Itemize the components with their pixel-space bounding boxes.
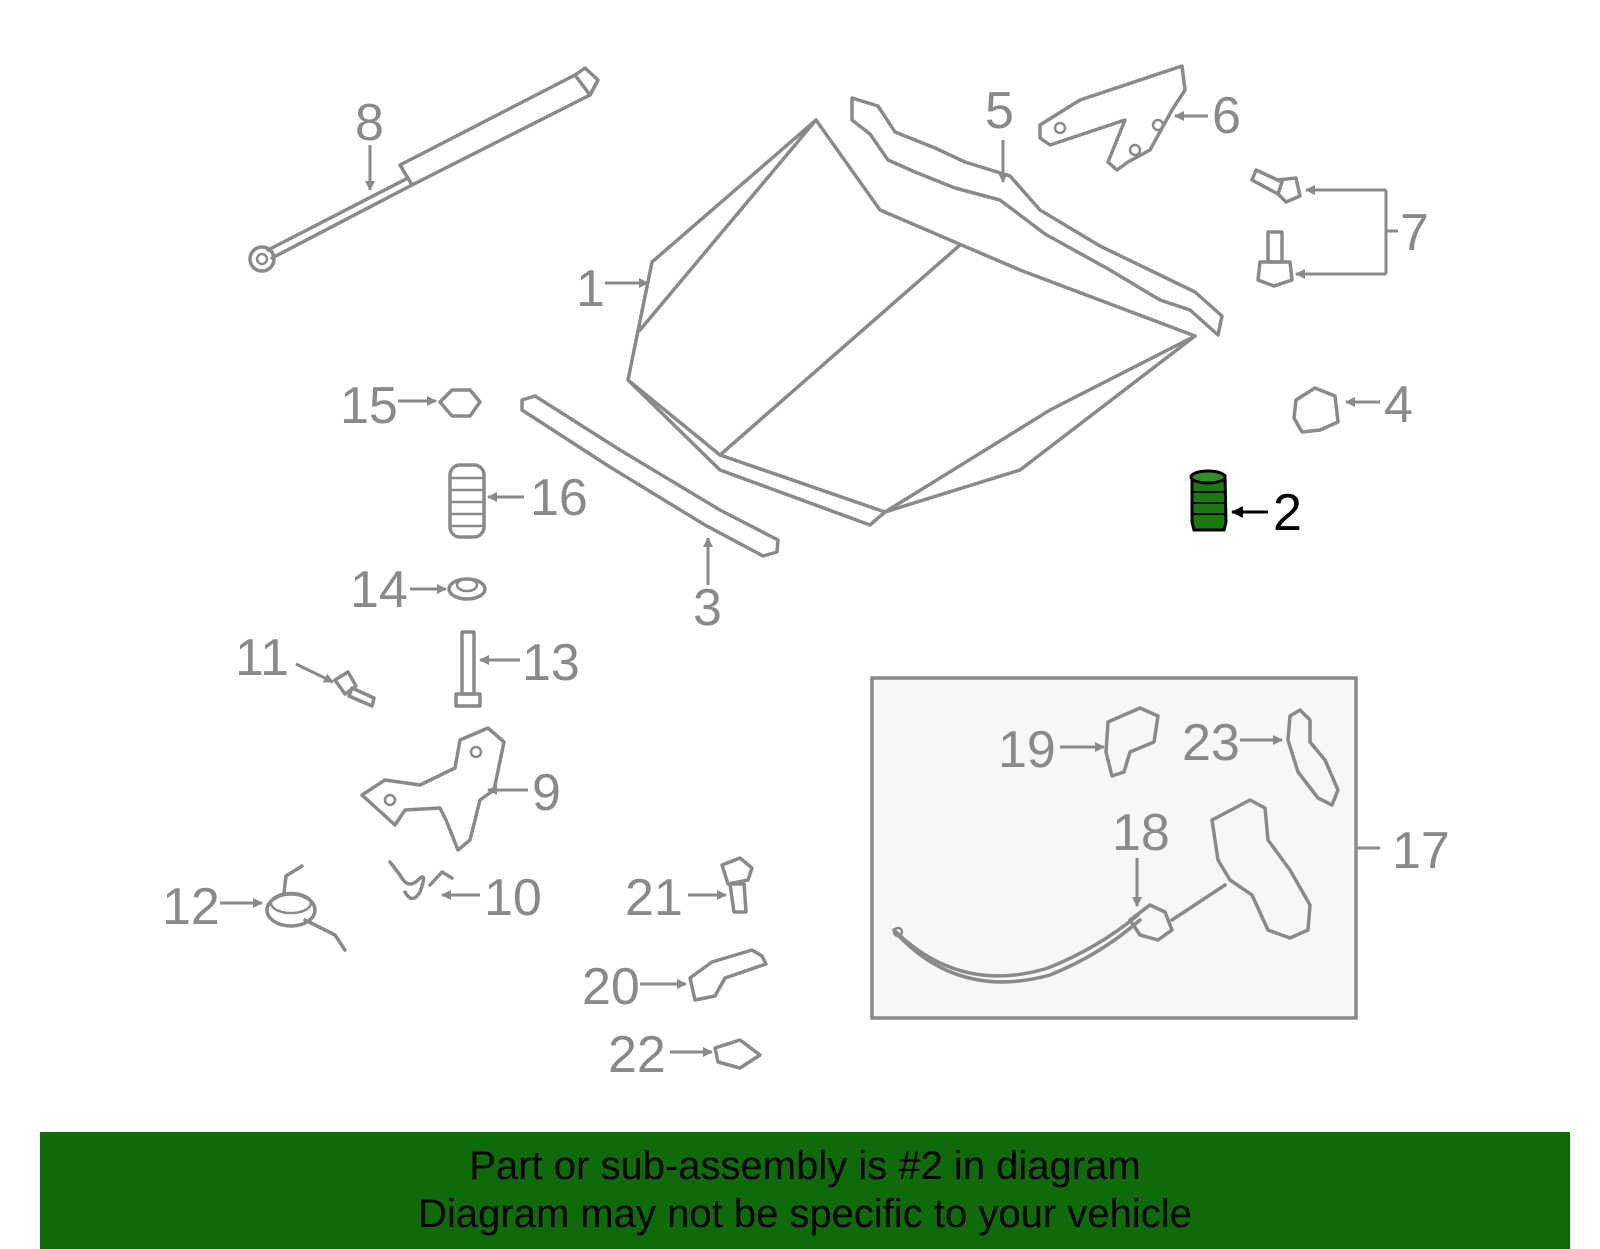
spring-part — [448, 463, 524, 539]
label-12: 12 — [162, 878, 220, 936]
banner-line-1: Part or sub-assembly is #2 in diagram — [469, 1144, 1141, 1188]
label-21: 21 — [625, 869, 683, 927]
label-16: 16 — [530, 469, 588, 527]
nut-part — [670, 1038, 762, 1070]
gas-strut-part — [248, 66, 600, 273]
label-9: 9 — [532, 764, 561, 822]
striker-part — [360, 726, 528, 852]
label-10: 10 — [484, 869, 542, 927]
hood-bumper-highlighted-part — [1189, 469, 1268, 532]
label-2: 2 — [1273, 484, 1302, 542]
bracket-part — [640, 948, 768, 1002]
label-18: 18 — [1112, 804, 1170, 862]
label-20: 20 — [582, 958, 640, 1016]
label-22: 22 — [608, 1026, 666, 1084]
clip-part — [1292, 386, 1380, 434]
label-19: 19 — [998, 721, 1056, 779]
label-14: 14 — [350, 561, 408, 619]
cable-clip-part — [1060, 706, 1160, 778]
stud-part — [454, 630, 520, 708]
release-cable-part — [892, 798, 1312, 984]
screw-part — [295, 662, 376, 708]
label-8: 8 — [355, 94, 384, 152]
label-11: 11 — [235, 629, 289, 687]
banner-line-2: Diagram may not be specific to your vehi… — [418, 1192, 1192, 1236]
label-1: 1 — [576, 260, 605, 318]
label-23: 23 — [1182, 714, 1240, 772]
release-lever-part — [1240, 708, 1340, 807]
hinge-part — [1038, 64, 1208, 172]
bolt-part — [688, 856, 754, 914]
label-4: 4 — [1384, 376, 1413, 434]
coil-spring-part — [220, 864, 347, 952]
weatherstrip-part — [520, 394, 780, 585]
small-spring-part — [388, 860, 480, 901]
label-5: 5 — [985, 82, 1014, 140]
plug-part — [398, 388, 482, 418]
label-3: 3 — [693, 579, 722, 637]
bolts-part — [1250, 168, 1398, 288]
info-banner: Part or sub-assembly is #2 in diagram Di… — [40, 1132, 1570, 1249]
label-7: 7 — [1400, 204, 1429, 262]
label-13: 13 — [522, 634, 580, 692]
label-15: 15 — [340, 377, 398, 435]
grommet-part — [410, 577, 487, 601]
hood-panel-part — [605, 118, 1197, 527]
label-6: 6 — [1212, 87, 1241, 145]
label-17: 17 — [1392, 822, 1450, 880]
hood-seal-part — [850, 96, 1224, 337]
